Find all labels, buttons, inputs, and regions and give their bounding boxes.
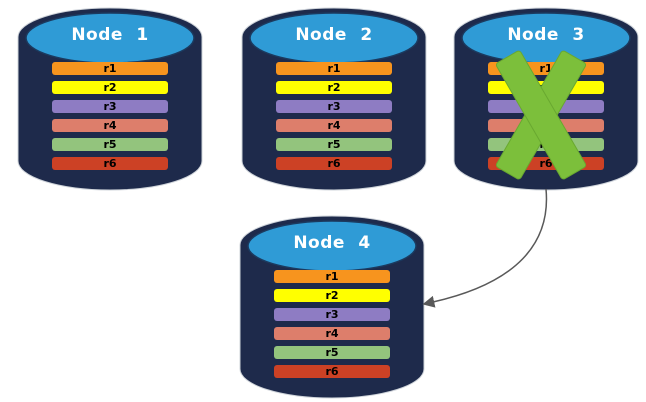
node-title: Node 3 <box>507 25 585 45</box>
replica-row-r2: r2 <box>274 289 390 302</box>
replica-row-r6: r6 <box>276 157 392 170</box>
db-node-1: Node 1 r1 r2 r3 r4 r5 r6 <box>15 4 205 194</box>
replica-row-r5: r5 <box>274 346 390 359</box>
replica-rows: r1 r2 r3 r4 r5 r6 <box>52 62 168 176</box>
replica-row-r5: r5 <box>52 138 168 151</box>
replica-row-r3: r3 <box>276 100 392 113</box>
node-title: Node 1 <box>71 25 149 45</box>
replica-rows: r1 r2 r3 r4 r5 r6 <box>276 62 392 176</box>
replica-row-r1: r1 <box>52 62 168 75</box>
replica-rows: r1 r2 r3 r4 r5 r6 <box>274 270 390 384</box>
replica-row-r1: r1 <box>274 270 390 283</box>
replica-row-r4: r4 <box>274 327 390 340</box>
node-title: Node 4 <box>293 233 371 253</box>
db-node-2: Node 2 r1 r2 r3 r4 r5 r6 <box>239 4 429 194</box>
recovery-arrow-path <box>422 188 548 308</box>
replica-row-r3: r3 <box>274 308 390 321</box>
db-node-4: Node 4 r1 r2 r3 r4 r5 r6 <box>237 212 427 402</box>
x-mark-icon <box>495 50 587 180</box>
replica-row-r2: r2 <box>52 81 168 94</box>
replica-row-r2: r2 <box>276 81 392 94</box>
replica-row-r5: r5 <box>276 138 392 151</box>
replica-row-r4: r4 <box>276 119 392 132</box>
replica-row-r3: r3 <box>52 100 168 113</box>
replica-row-r6: r6 <box>52 157 168 170</box>
replica-row-r4: r4 <box>52 119 168 132</box>
replica-row-r1: r1 <box>276 62 392 75</box>
node-title: Node 2 <box>295 25 373 45</box>
replica-row-r6: r6 <box>274 365 390 378</box>
